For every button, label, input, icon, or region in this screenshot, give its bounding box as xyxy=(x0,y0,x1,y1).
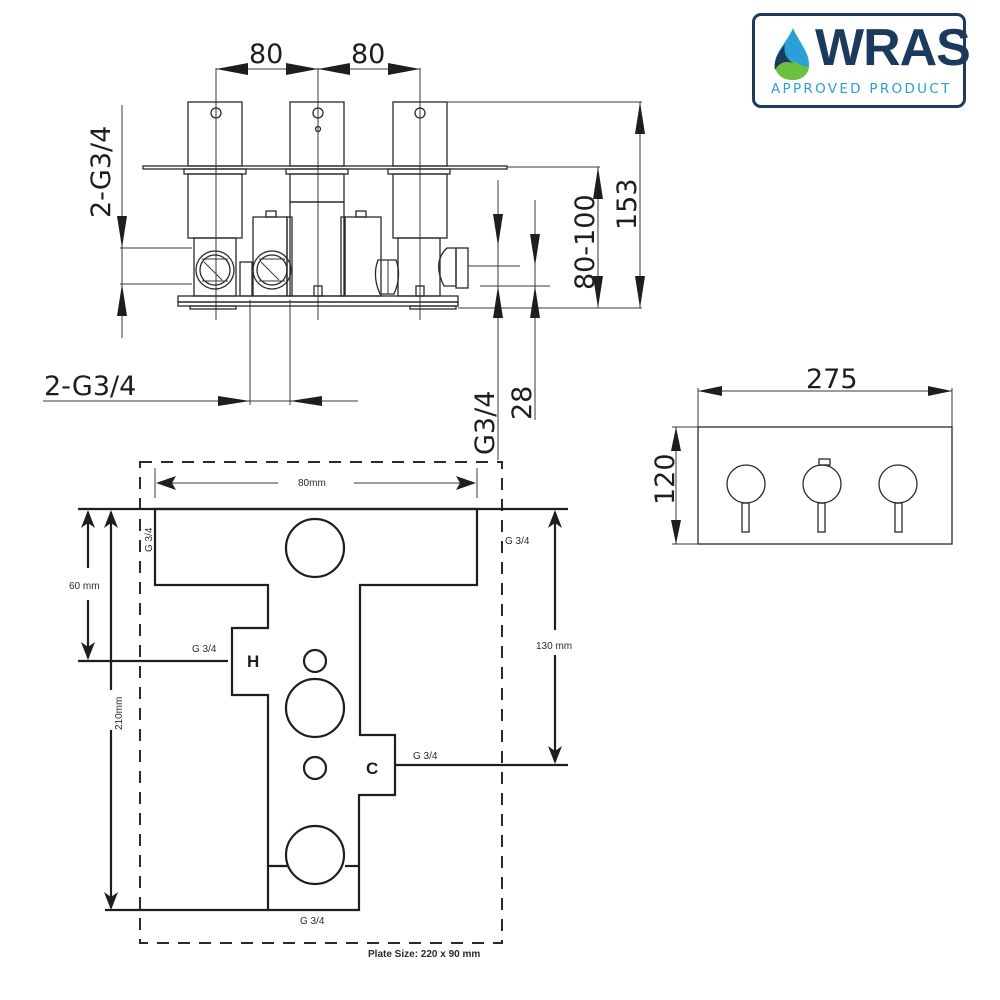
port-top-right-label: G 3/4 xyxy=(505,536,530,547)
depth-range-label: 80-100 xyxy=(570,194,601,290)
spacing-right-label: 80 xyxy=(351,39,385,70)
front-view: 275 120 xyxy=(650,364,953,545)
front-width-label: 275 xyxy=(806,364,858,395)
port-cold-label: G 3/4 xyxy=(413,751,438,762)
outlet-offset-label: 28 xyxy=(507,386,538,420)
wras-subtitle: APPROVED PRODUCT xyxy=(771,81,952,97)
plate-size-note: Plate Size: 220 x 90 mm xyxy=(368,949,480,960)
dim-130mm-label: 130 mm xyxy=(536,641,572,652)
plate-plan: 80mm H C G 3/4 G 3/4 G 3/4 G 3/4 G 3/4 xyxy=(69,461,572,960)
side-view: 80 80 xyxy=(43,39,645,460)
dim-60mm-label: 60 mm xyxy=(69,581,100,592)
water-drop-icon xyxy=(774,28,809,80)
wras-wordmark: WRAS xyxy=(815,19,971,77)
wras-approved-badge: WRAS APPROVED PRODUCT xyxy=(752,13,971,108)
plate-width-label: 80mm xyxy=(298,478,326,489)
dim-210mm-label: 210mm xyxy=(114,697,125,730)
port-hot-label: G 3/4 xyxy=(192,644,217,655)
cold-label: C xyxy=(366,759,378,778)
inlet-bottom-label: 2-G3/4 xyxy=(44,371,136,402)
inlet-top-label: 2-G3/4 xyxy=(86,126,117,218)
hot-label: H xyxy=(247,652,259,671)
port-top-left-label: G 3/4 xyxy=(144,527,155,552)
outlet-label: G3/4 xyxy=(470,391,501,455)
port-bottom-label: G 3/4 xyxy=(300,916,325,927)
spacing-left-label: 80 xyxy=(249,39,283,70)
front-height-label: 120 xyxy=(650,453,681,505)
total-depth-label: 153 xyxy=(612,178,643,230)
